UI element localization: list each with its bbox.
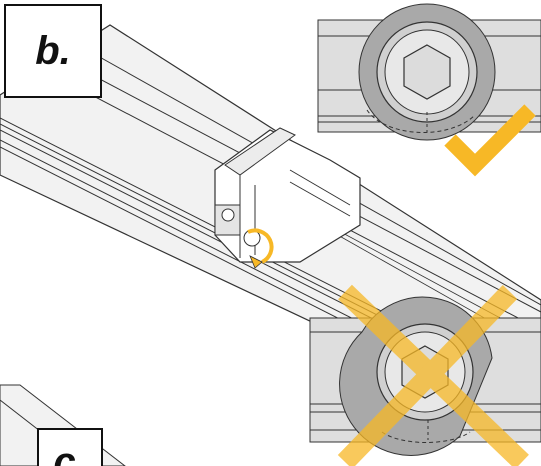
detail-correct: [317, 3, 541, 141]
checkmark-icon: [444, 104, 536, 177]
rotate-arrow-icon: [247, 228, 274, 269]
step-label-b: b.: [4, 4, 102, 98]
cross-icon: [337, 284, 529, 466]
step-label-next: c.: [37, 428, 103, 466]
